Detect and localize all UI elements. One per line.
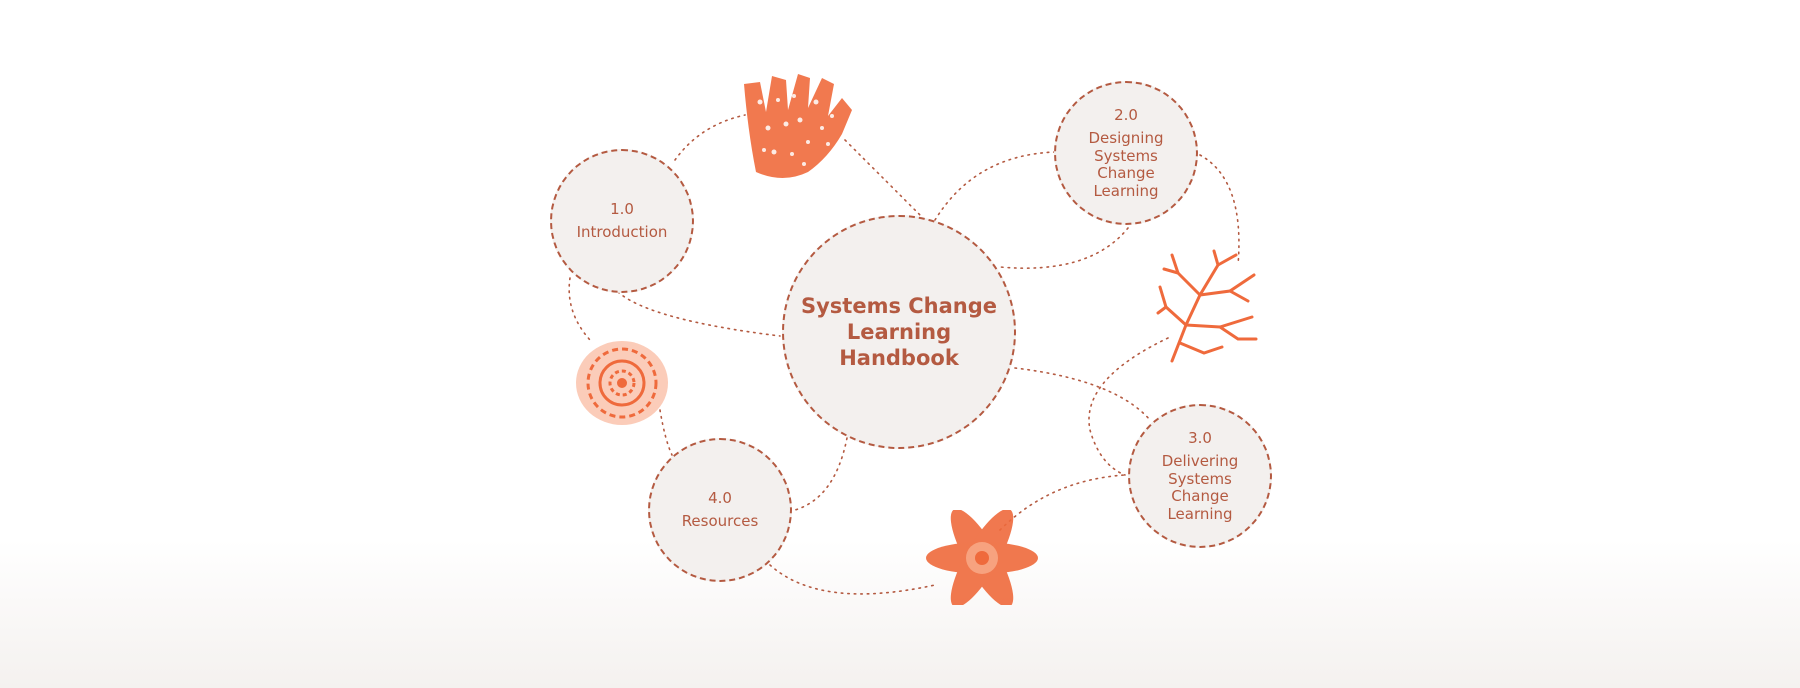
node-label-line: Learning: [1167, 504, 1233, 523]
spiral-shell-icon: [576, 341, 668, 425]
node-label-line: Designing: [1088, 129, 1164, 147]
node-label-line: Delivering: [1161, 452, 1239, 470]
connector-intro-to-coral-fan: [674, 114, 746, 161]
connector-shell-to-resources: [659, 409, 673, 456]
center-node-handbook[interactable]: Systems Change Learning Handbook: [782, 215, 1016, 449]
connector-starfish-to-node3: [999, 474, 1126, 531]
branching-coral-icon: [1156, 249, 1258, 363]
node-number: 1.0: [610, 200, 634, 219]
connector-node2-to-center-bottom: [999, 227, 1129, 269]
center-title-line-2: Learning Handbook: [839, 320, 959, 370]
connector-node2-to-branch-coral: [1199, 154, 1240, 266]
connector-intro-to-center: [617, 291, 781, 337]
node-label-line: Systems: [1094, 146, 1158, 165]
center-title-line-1: Systems Change: [800, 294, 998, 318]
node-introduction[interactable]: 1.0 Introduction: [550, 149, 694, 293]
node-label-line: Change: [1171, 487, 1229, 505]
connector-coral-fan-to-center: [844, 139, 921, 216]
connector-center-to-resources: [794, 437, 848, 511]
starfish-coral-icon: [926, 510, 1038, 605]
node-label: Introduction: [576, 223, 668, 242]
node-designing-systems-change-learning[interactable]: 2.0 Designing Systems Change Learning: [1054, 81, 1198, 225]
node-label-line: Learning: [1093, 181, 1159, 200]
node-number: 4.0: [708, 489, 732, 508]
connector-center-to-node2: [934, 151, 1056, 221]
node-number: 3.0: [1188, 429, 1212, 447]
connector-branch-coral-to-node3: [1088, 337, 1169, 476]
node-label-line: Systems: [1168, 469, 1232, 488]
node-resources[interactable]: 4.0 Resources: [648, 438, 792, 582]
coral-fan-icon: [744, 74, 852, 178]
connector-resources-to-starfish: [769, 564, 936, 595]
node-number: 2.0: [1114, 106, 1138, 124]
node-label-line: Change: [1097, 164, 1155, 182]
node-label: Resources: [681, 512, 759, 531]
connector-intro-to-shell: [568, 277, 591, 341]
node-delivering-systems-change-learning[interactable]: 3.0 Delivering Systems Change Learning: [1128, 404, 1272, 548]
connector-center-to-node3: [1014, 367, 1151, 421]
